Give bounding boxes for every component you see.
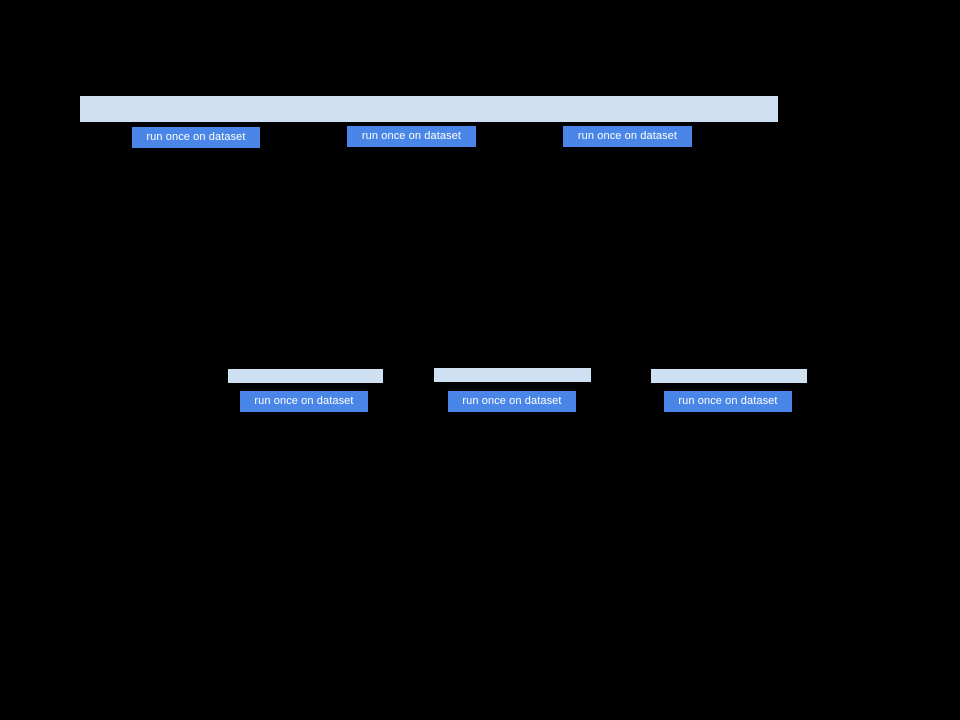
run-once-on-dataset-button-6[interactable]: run once on dataset [664, 391, 792, 412]
group-placeholder-bar-1 [228, 369, 383, 383]
run-once-on-dataset-button-5[interactable]: run once on dataset [448, 391, 576, 412]
run-once-on-dataset-button-2[interactable]: run once on dataset [347, 126, 476, 147]
run-once-on-dataset-button-3[interactable]: run once on dataset [563, 126, 692, 147]
group-placeholder-bar-2 [434, 368, 591, 382]
run-once-on-dataset-button-4[interactable]: run once on dataset [240, 391, 368, 412]
group-placeholder-bar-3 [651, 369, 807, 383]
header-placeholder-bar [80, 96, 778, 122]
run-once-on-dataset-button-1[interactable]: run once on dataset [132, 127, 260, 148]
